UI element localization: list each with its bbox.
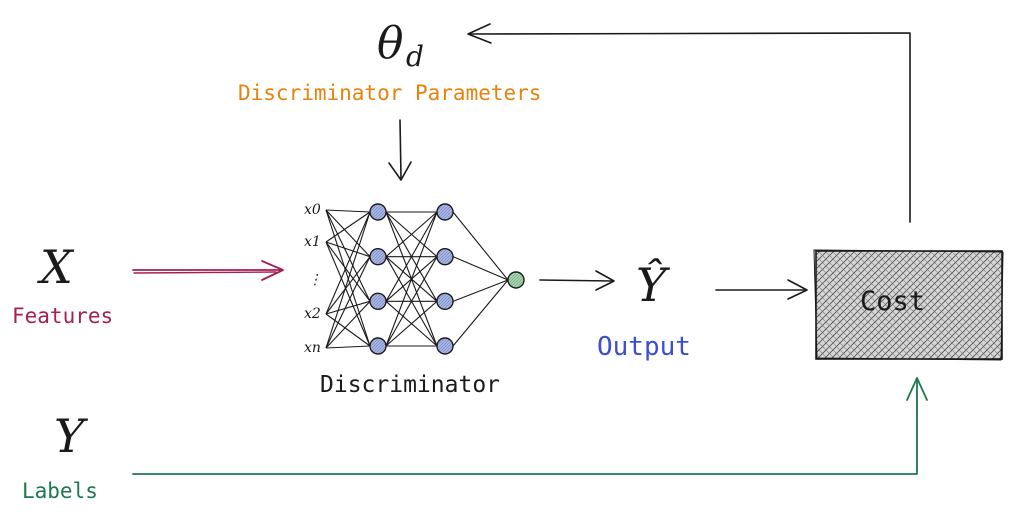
cost-box: Cost — [813, 249, 1004, 361]
features-label: Features — [12, 304, 113, 328]
discriminator-parameters-label: Discriminator Parameters — [238, 81, 541, 105]
hidden-node-layer1 — [369, 292, 387, 311]
cost-label: Cost — [860, 286, 925, 317]
hidden-node-layer1 — [369, 337, 387, 355]
edge-input-hidden1 — [325, 300, 371, 315]
input-x2: x2 — [304, 306, 321, 322]
hidden-node-layer1 — [369, 247, 387, 266]
network-to-output-arrow — [539, 270, 615, 291]
hidden-node-layer1 — [369, 203, 387, 221]
labels-arrow — [132, 377, 928, 475]
input-ellipsis: ⋮ — [308, 272, 322, 288]
edge-hidden2-output — [452, 256, 509, 281]
hidden-node-layer2 — [436, 292, 454, 311]
theta-symbol: θ — [377, 18, 404, 69]
edge-input-hidden1 — [325, 300, 371, 349]
features-arrow — [132, 260, 284, 281]
output-label: Output — [597, 332, 691, 362]
params-arrow — [388, 119, 412, 181]
edge-hidden1-hidden2 — [385, 300, 438, 347]
y-symbol: Y — [54, 409, 89, 463]
edge-hidden1-hidden2 — [385, 211, 438, 347]
edge-input-hidden1 — [325, 241, 371, 347]
input-x0: x0 — [304, 202, 321, 218]
theta-d-symbol: θ d — [377, 18, 424, 73]
hidden-node-layer2 — [436, 247, 454, 266]
hidden-node-layer2 — [436, 203, 454, 221]
edge-hidden2-output — [452, 211, 509, 281]
output-node — [507, 271, 525, 289]
edge-input-hidden1 — [325, 241, 371, 258]
edge-input-hidden1 — [325, 209, 371, 213]
input-x1: x1 — [304, 234, 321, 250]
feedback-arrow — [467, 23, 911, 223]
edge-input-hidden1 — [325, 211, 371, 243]
input-xn: xn — [304, 340, 321, 356]
network-edges — [325, 209, 509, 349]
edge-input-hidden1 — [325, 209, 371, 258]
edge-input-hidden1 — [325, 209, 371, 347]
edge-input-hidden1 — [325, 241, 371, 302]
edge-hidden1-hidden2 — [385, 211, 438, 258]
network-nodes — [369, 203, 525, 355]
output-to-cost-arrow — [715, 279, 808, 300]
edge-hidden1-hidden2 — [385, 256, 438, 347]
edge-input-hidden1 — [325, 256, 371, 349]
hidden-node-layer2 — [436, 337, 454, 355]
discriminator-network: x0 x1 ⋮ x2 xn — [304, 202, 525, 356]
edge-input-hidden1 — [325, 256, 371, 315]
theta-subscript: d — [406, 40, 424, 73]
network-inputs: x0 x1 ⋮ x2 xn — [304, 202, 322, 356]
edge-input-hidden1 — [325, 211, 371, 315]
cost-box-fill — [815, 250, 1003, 360]
edge-hidden2-output — [452, 279, 509, 347]
edge-input-hidden1 — [325, 211, 371, 349]
edge-hidden1-hidden2 — [385, 211, 438, 302]
discriminator-caption: Discriminator — [320, 372, 500, 398]
labels-label: Labels — [22, 479, 98, 503]
y-hat-symbol: Ŷ — [636, 257, 671, 312]
edge-input-hidden1 — [325, 345, 371, 349]
edge-input-hidden1 — [325, 313, 371, 347]
edge-input-hidden1 — [325, 209, 371, 302]
x-symbol: X — [37, 240, 75, 294]
edge-hidden2-output — [452, 279, 509, 302]
